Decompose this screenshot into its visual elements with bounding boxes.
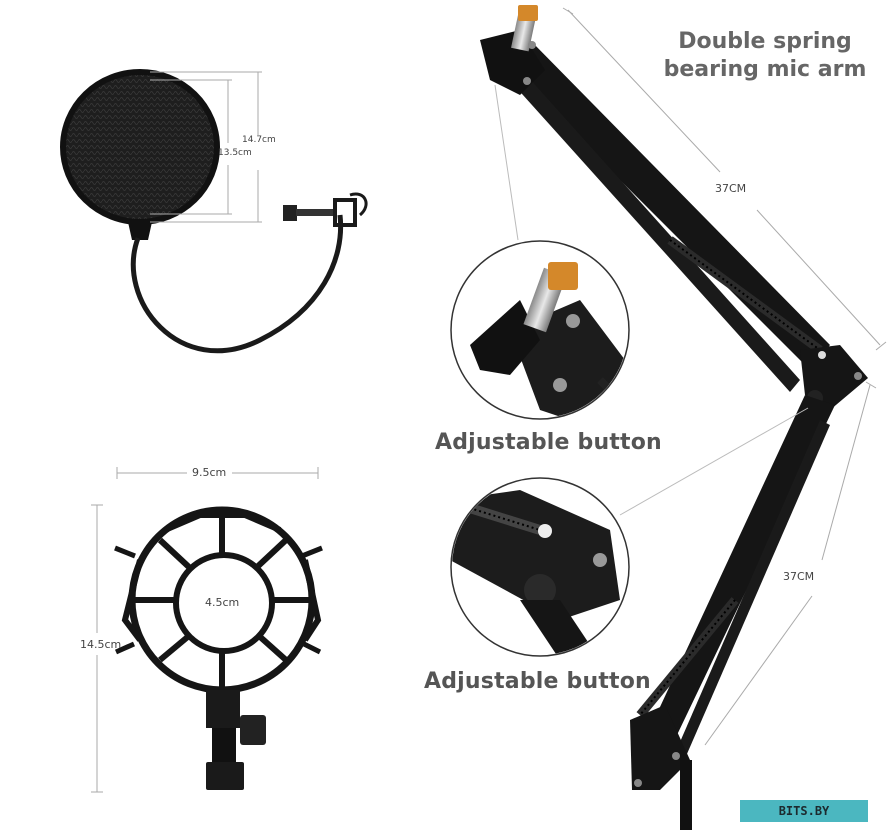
pop-filter-inner-diameter: 13.5cm (218, 148, 252, 158)
gooseneck (130, 214, 344, 354)
mic-arm (480, 5, 887, 830)
arm-lower-length: 37CM (783, 570, 815, 583)
arm-dimension-lines (562, 7, 887, 746)
callout-top-zoom (450, 240, 630, 420)
callout-bottom-zoom (450, 477, 630, 657)
pop-filter-outer-diameter: 14.7cm (242, 135, 276, 145)
pop-filter-stem (128, 222, 152, 240)
product-title: Double spring bearing mic arm (660, 28, 870, 84)
product-title-line-2: bearing mic arm (663, 57, 867, 82)
callout-top-label: Adjustable button (435, 430, 662, 455)
product-title-line-1: Double spring (678, 29, 852, 54)
pop-filter-clamp (283, 192, 368, 227)
pop-filter-dimension-lines (150, 71, 262, 223)
shock-mount-height: 14.5cm (80, 638, 122, 651)
shock-mount-dimension-lines (91, 467, 319, 793)
callout-bottom-label: Adjustable button (424, 669, 651, 694)
shock-mount-inner-ring: 4.5cm (205, 596, 240, 609)
pop-filter (60, 69, 368, 354)
arm-upper-length: 37CM (715, 182, 747, 195)
shock-mount (91, 467, 323, 793)
pop-filter-screen (60, 69, 220, 225)
watermark-logo: BITS.BY (740, 800, 868, 822)
shock-mount-width: 9.5cm (192, 466, 227, 479)
